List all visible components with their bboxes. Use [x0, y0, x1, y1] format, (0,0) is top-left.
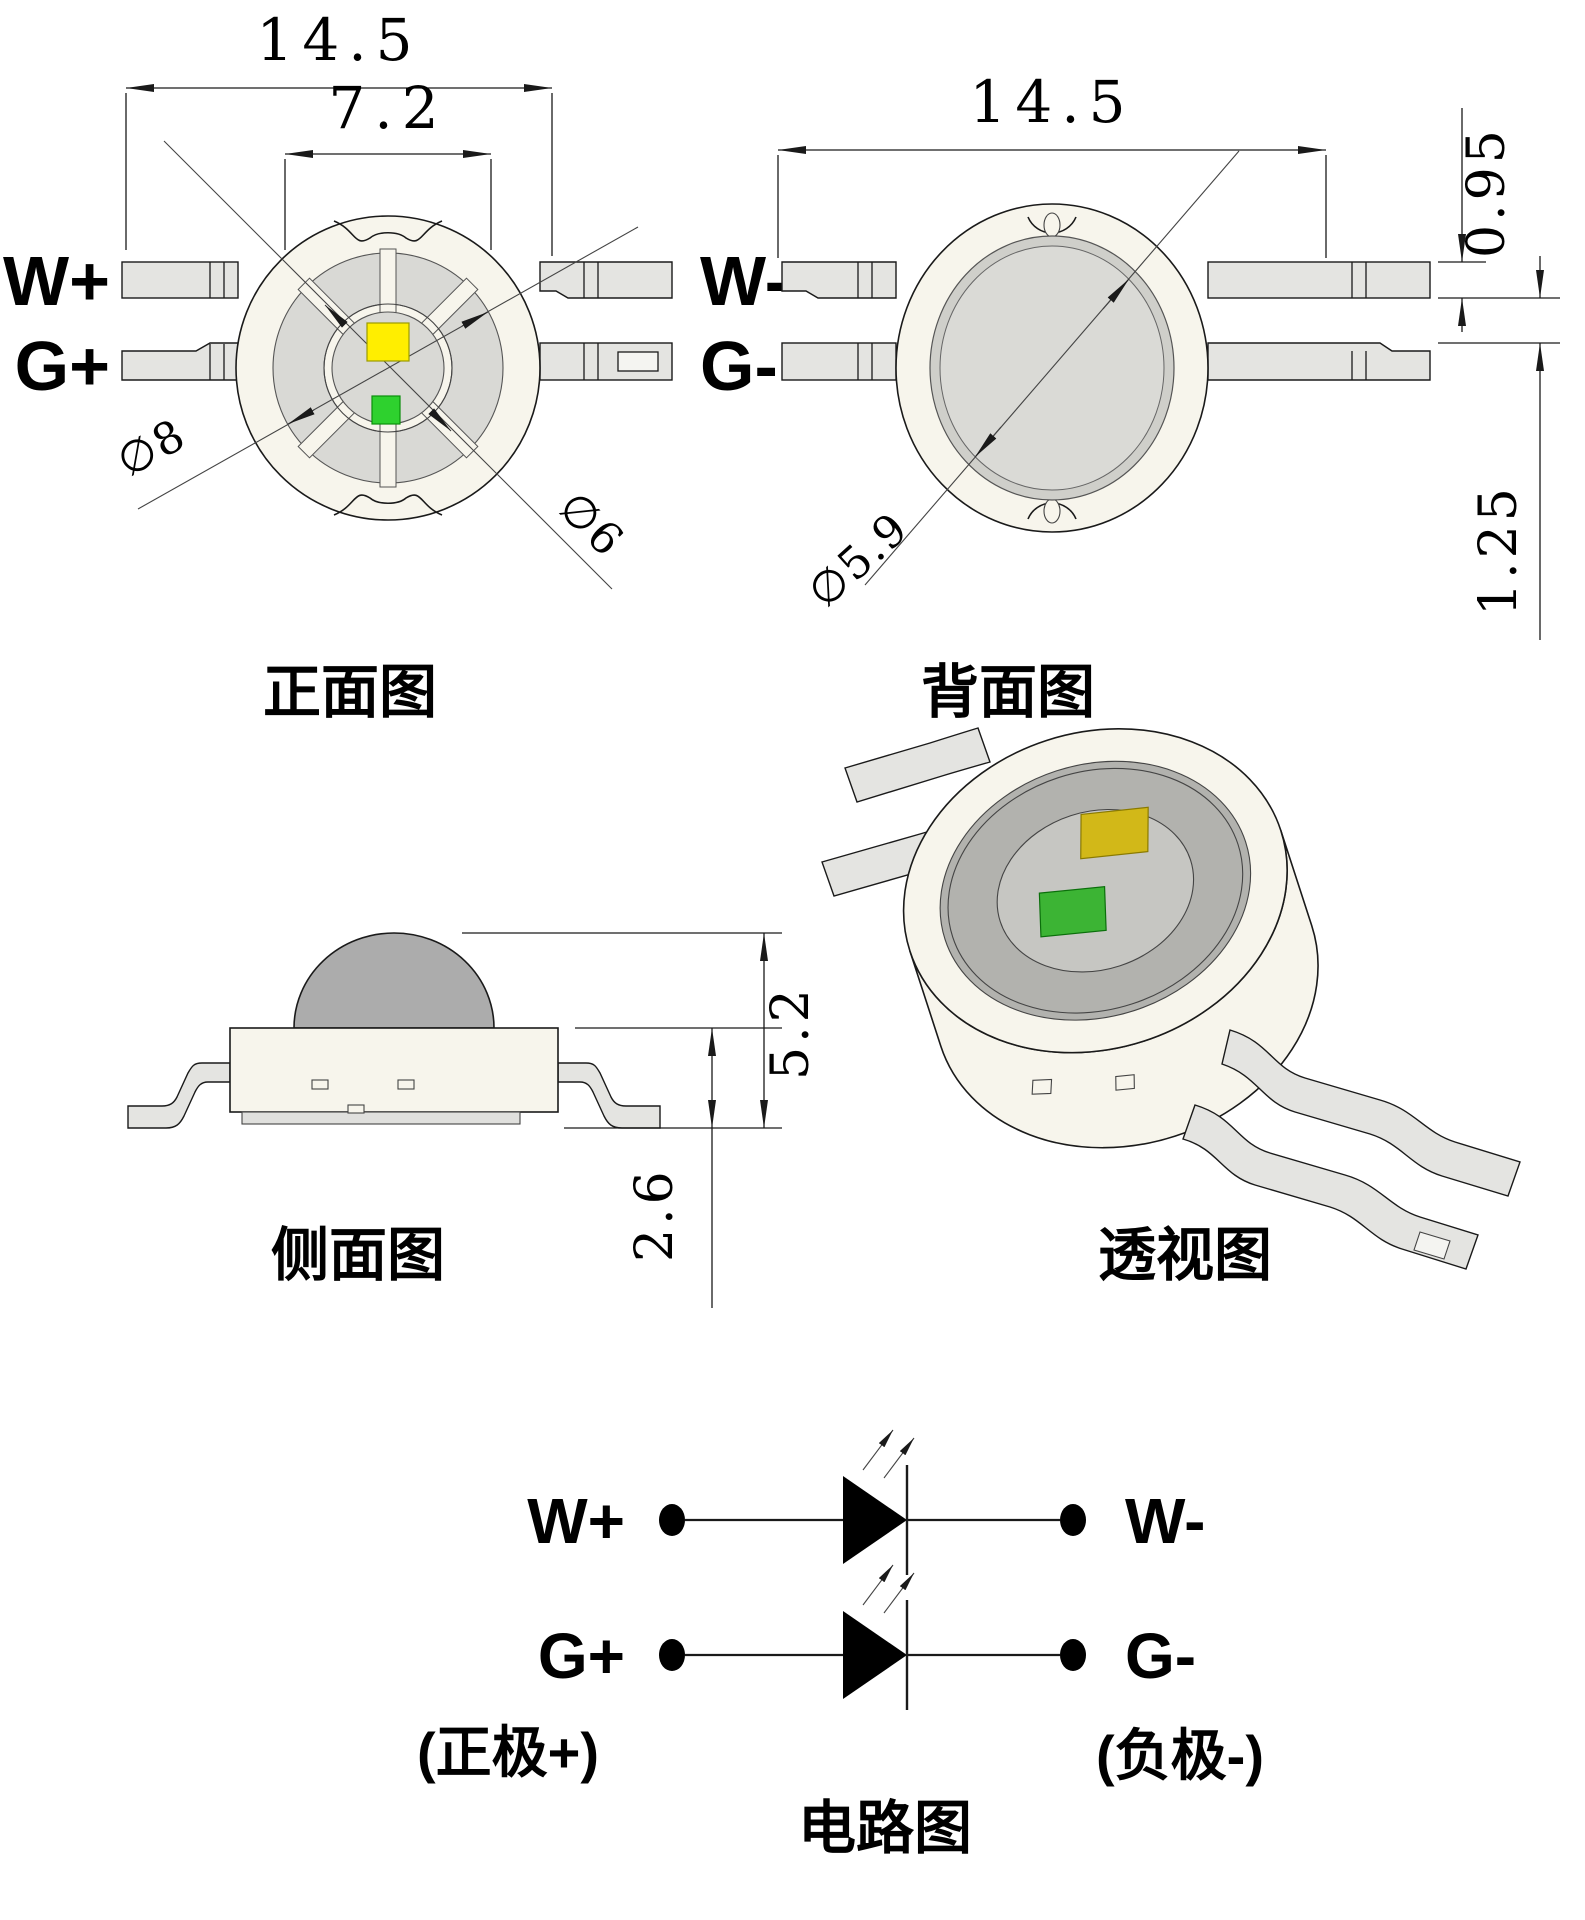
side-view-caption: 侧面图: [271, 1223, 445, 1288]
circuit-node-w-minus: [1060, 1504, 1086, 1536]
front-pin-label-g-plus: G+: [15, 327, 110, 405]
front-dim-overall-width: 14.5: [256, 6, 421, 74]
perspective-green-chip: [1038, 886, 1107, 938]
back-dim-lead-gap: 1.25: [1469, 484, 1529, 616]
perspective-lead-window: [1413, 1231, 1451, 1260]
side-dim-body-height: 2.6: [625, 1167, 685, 1262]
perspective-cavity-ring: [947, 767, 1244, 1014]
front-inner-ring: [323, 303, 453, 433]
side-body: [229, 1027, 559, 1113]
circuit-node-g-plus: [659, 1639, 685, 1671]
side-dimensions: 5.2 2.6: [462, 932, 821, 1308]
front-green-chip: [371, 395, 401, 425]
back-dim-overall-width: 14.5: [969, 68, 1134, 136]
circuit-caption: 电路图: [798, 1796, 972, 1861]
circuit-led-g-light-arrow-2: [883, 1572, 915, 1614]
side-dome-lens: [293, 932, 495, 1029]
circuit-led-w-anode-triangle: [843, 1476, 907, 1564]
front-pin-label-g-minus: G-: [700, 327, 778, 405]
circuit-led-w-light-arrow-2: [883, 1437, 915, 1479]
side-body-hole-1: [311, 1079, 329, 1090]
circuit-node-g-minus: [1060, 1639, 1086, 1671]
side-lead-left: [127, 1062, 231, 1129]
circuit-row-green: G+ G-: [538, 1564, 1196, 1710]
circuit-cathode-note: (负极-): [1096, 1724, 1264, 1787]
front-white-chip: [366, 322, 410, 362]
circuit-label-w-plus: W+: [527, 1485, 625, 1557]
side-dim-total-height: 5.2: [761, 985, 821, 1080]
circuit-label-w-minus: W-: [1125, 1485, 1205, 1557]
back-lead-dimensions: 0.95 1.25: [1438, 108, 1560, 640]
front-dim-inner-width: 7.2: [328, 74, 447, 142]
circuit-label-g-minus: G-: [1125, 1620, 1196, 1692]
circuit-node-w-plus: [659, 1504, 685, 1536]
perspective-body-group: [902, 728, 1319, 1149]
back-leads: [781, 261, 1431, 381]
circuit-label-g-plus: G+: [538, 1620, 625, 1692]
circuit-led-w-light-arrow-1: [862, 1429, 894, 1471]
perspective-white-chip: [1080, 806, 1149, 860]
front-top-notch: [333, 220, 443, 242]
back-top-mount-hole: [1043, 212, 1061, 238]
back-leader-line: [864, 150, 1240, 586]
back-view-caption: 背面图: [921, 660, 1095, 725]
circuit-led-g-anode-triangle: [843, 1611, 907, 1699]
front-leader-lines: [137, 140, 639, 590]
side-body-hole-2: [397, 1079, 415, 1090]
circuit-led-g-light-arrow-1: [862, 1564, 894, 1606]
circuit-anode-note: (正极+): [417, 1721, 599, 1784]
side-base-slab: [241, 1111, 521, 1125]
perspective-view-caption: 透视图: [1098, 1223, 1272, 1288]
perspective-side-hole-2: [1115, 1074, 1135, 1091]
perspective-side-hole-1: [1031, 1078, 1053, 1095]
circuit-diagram: W+ W- G+ G- (正极+) (负极-) 电路图: [417, 1429, 1264, 1861]
back-bottom-mount-hole: [1043, 498, 1061, 524]
front-lead-w-plus: [121, 261, 239, 299]
back-lead-top-left: [781, 261, 897, 299]
back-dim-lead-thickness: 0.95: [1457, 126, 1517, 258]
front-leads: [121, 261, 673, 381]
front-view: 14.5 7.2: [3, 6, 788, 725]
back-lead-top-right: [1207, 261, 1431, 299]
front-view-caption: 正面图: [263, 660, 437, 725]
circuit-row-white: W+ W-: [527, 1429, 1205, 1575]
back-lead-bottom-left: [781, 342, 897, 381]
perspective-lead-top-left: [844, 727, 991, 803]
front-pin-label-w-minus: W-: [700, 242, 788, 320]
side-view: 5.2 2.6 侧面图: [127, 932, 821, 1308]
back-view: 14.5 ∅5.9: [777, 68, 1560, 725]
front-pin-label-w-plus: W+: [3, 242, 110, 320]
side-body-notch: [347, 1104, 365, 1114]
perspective-view: 透视图: [821, 727, 1521, 1288]
front-lead-window: [617, 351, 659, 372]
perspective-lead-top-right: [1221, 1029, 1521, 1197]
front-bottom-notch: [333, 494, 443, 516]
perspective-lead-bottom-right: [1182, 1104, 1479, 1270]
front-lead-w-minus: [539, 261, 673, 299]
